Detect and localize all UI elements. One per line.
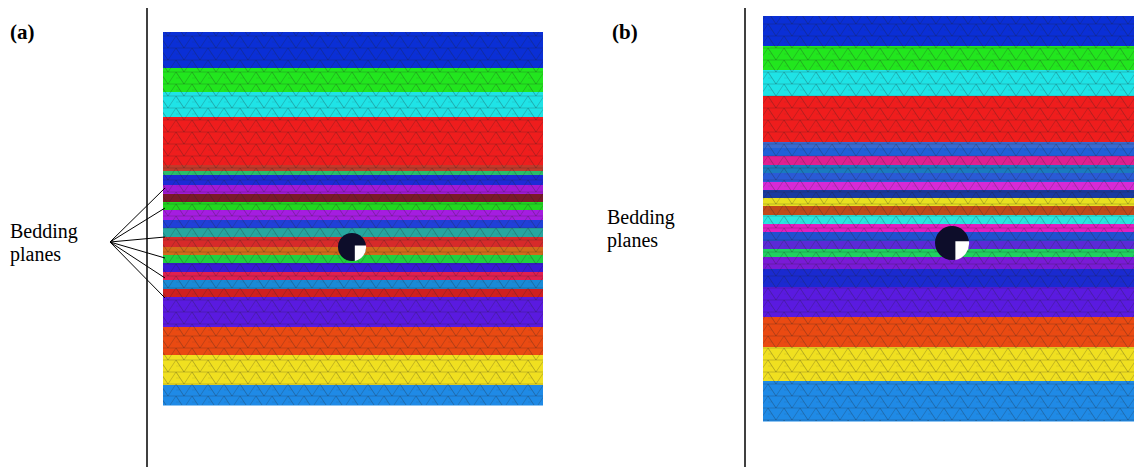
leader-line [110,242,165,298]
panel-letter: (b) [612,20,638,44]
mesh-overlay [163,32,543,405]
tunnel-opening [955,241,969,260]
leader-line [110,208,165,242]
panel-letter: (a) [10,20,35,44]
panel-divider [744,8,746,467]
mesh-overlay [763,16,1134,421]
tunnel-opening [355,246,366,261]
leader-line [110,237,165,242]
tunnel [338,233,366,261]
leader-line [110,242,165,278]
tunnel [935,226,969,260]
annotation-label: Bedding planes [607,206,687,252]
annotation-label: Bedding planes [10,220,90,266]
panel-divider [146,8,148,467]
leader-line [110,188,165,242]
